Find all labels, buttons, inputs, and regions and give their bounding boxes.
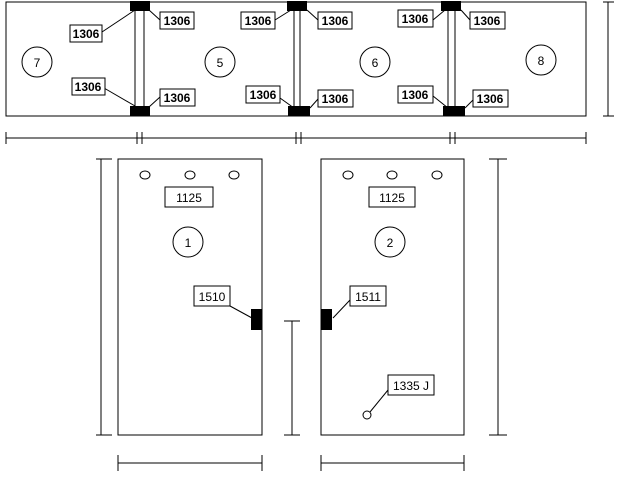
circle-2-label: 2 xyxy=(387,236,394,250)
right-small-hole xyxy=(362,410,372,420)
top-block-2 xyxy=(287,1,307,11)
right-horizontal-dimension xyxy=(320,455,465,471)
svg-text:1306: 1306 xyxy=(402,88,429,102)
bottom-block-3 xyxy=(443,106,465,116)
left-latch-block xyxy=(251,309,262,330)
circle-5-label: 5 xyxy=(217,56,224,70)
circle-5: 5 xyxy=(204,46,236,78)
right-label-1335j: 1335 J xyxy=(369,374,435,413)
right-vertical-dimension xyxy=(489,158,507,436)
label-1306-h: 1306 xyxy=(317,89,354,108)
circle-7-label: 7 xyxy=(34,56,41,70)
bottom-block-1 xyxy=(130,106,150,116)
left-label-1125: 1125 xyxy=(164,186,214,208)
circle-8: 8 xyxy=(525,44,557,76)
connector-bar-2 xyxy=(287,1,310,116)
svg-text:1306: 1306 xyxy=(250,88,277,102)
svg-text:1306: 1306 xyxy=(322,92,349,106)
circle-1-label: 1 xyxy=(185,236,192,250)
middle-vertical-dimension xyxy=(284,320,300,436)
left-vertical-dimension xyxy=(96,158,112,436)
label-1306-g: 1306 xyxy=(245,85,281,104)
label-1306-d: 1306 xyxy=(159,88,196,107)
label-1306-c: 1306 xyxy=(71,77,106,96)
left-holes xyxy=(139,170,240,180)
svg-text:1306: 1306 xyxy=(402,12,429,26)
svg-text:1306: 1306 xyxy=(477,92,504,106)
left-horizontal-dimension xyxy=(117,455,263,471)
svg-text:1511: 1511 xyxy=(355,290,381,304)
svg-text:1306: 1306 xyxy=(75,80,102,94)
top-right-dimension xyxy=(603,1,614,117)
top-block-1 xyxy=(130,1,150,11)
svg-text:1510: 1510 xyxy=(199,290,226,304)
bottom-block-2 xyxy=(288,106,310,116)
label-1306-b: 1306 xyxy=(159,11,195,30)
circle-7: 7 xyxy=(21,46,53,78)
svg-text:1306: 1306 xyxy=(164,14,191,28)
top-horizontal-dimension xyxy=(5,132,587,144)
right-latch-block xyxy=(321,309,332,330)
svg-text:1306: 1306 xyxy=(164,91,191,105)
circle-2: 2 xyxy=(374,226,406,258)
svg-text:1125: 1125 xyxy=(176,191,202,205)
label-1306-f: 1306 xyxy=(317,11,353,30)
label-1306-i: 1306 xyxy=(397,9,434,28)
right-label-1511: 1511 xyxy=(332,285,387,319)
connector-bar-1 xyxy=(130,1,150,116)
right-holes xyxy=(342,170,443,180)
circle-1: 1 xyxy=(172,226,204,258)
svg-text:1306: 1306 xyxy=(322,14,349,28)
label-1306-j: 1306 xyxy=(469,11,506,30)
connector-bar-3 xyxy=(441,1,465,116)
right-label-1125: 1125 xyxy=(368,186,416,208)
label-1306-a: 1306 xyxy=(69,24,103,43)
left-label-1510: 1510 xyxy=(193,285,253,319)
circle-8-label: 8 xyxy=(538,54,545,68)
svg-text:1306: 1306 xyxy=(474,14,501,28)
svg-text:1335 J: 1335 J xyxy=(393,379,429,393)
svg-text:1306: 1306 xyxy=(245,14,272,28)
top-leaders xyxy=(101,9,475,109)
label-1306-k: 1306 xyxy=(397,85,434,104)
top-block-3 xyxy=(441,1,461,11)
circle-6-label: 6 xyxy=(372,56,379,70)
label-1306-e: 1306 xyxy=(240,11,276,30)
circle-6: 6 xyxy=(359,46,391,78)
svg-text:1306: 1306 xyxy=(73,27,100,41)
label-1306-l: 1306 xyxy=(472,89,509,108)
svg-text:1125: 1125 xyxy=(379,191,405,205)
